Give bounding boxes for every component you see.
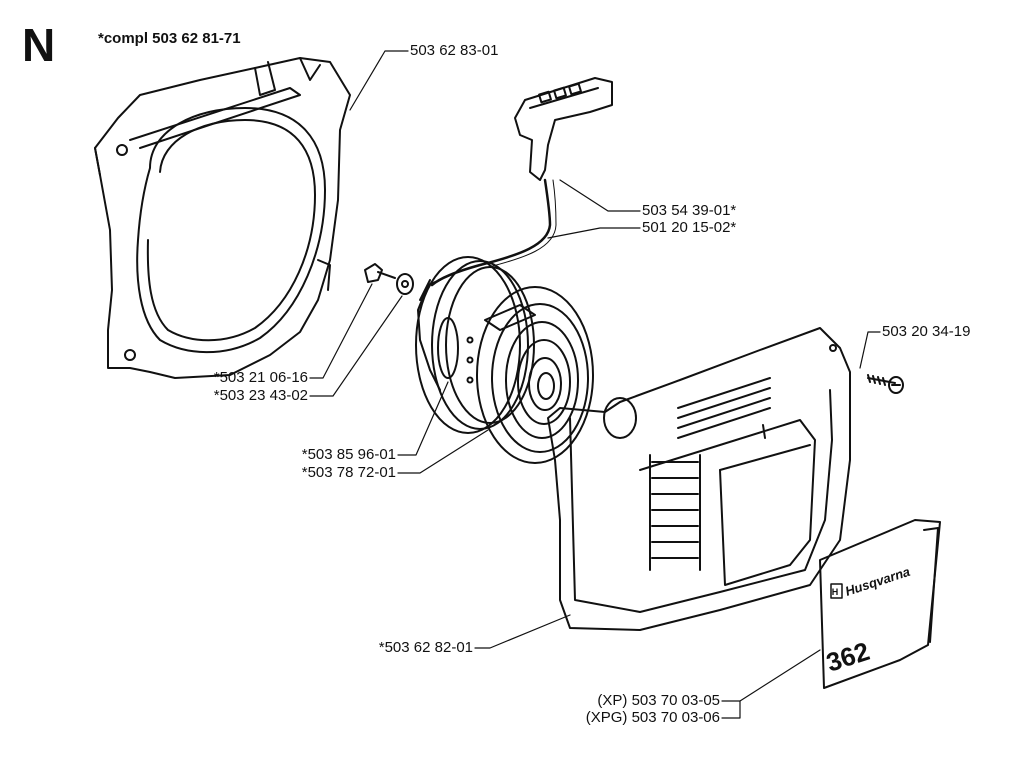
assembly-note: *compl 503 62 81-71: [98, 30, 241, 47]
label-fan-housing: 503 62 83-01: [410, 42, 499, 59]
label-cover-screw: 503 20 34-19: [882, 323, 971, 340]
decal-model: 362: [823, 636, 874, 678]
label-decal-xp: (XP) 503 70 03-05: [597, 692, 720, 709]
starter-cover-drawing: [547, 327, 851, 631]
label-washer: *503 23 43-02: [213, 387, 308, 404]
handle-cord-drawing: [430, 77, 613, 287]
cover-screw-drawing: [867, 374, 904, 394]
pulley-drawing: [415, 256, 535, 434]
leader-lines: [309, 50, 881, 719]
fan-housing-drawing: [94, 57, 351, 379]
section-letter: N: [22, 19, 56, 71]
decal-brand: Husqvarna: [843, 564, 912, 599]
label-pulley: *503 85 96-01: [301, 446, 396, 463]
label-starter-cover: *503 62 82-01: [378, 639, 473, 656]
decal-drawing: [819, 519, 941, 689]
decal-brand-mark: H: [832, 587, 839, 597]
label-screw: *503 21 06-16: [213, 369, 308, 386]
label-recoil-spring: *503 78 72-01: [301, 464, 396, 481]
label-starter-cord: 501 20 15-02*: [642, 219, 737, 236]
screw-washer-drawing: [364, 263, 414, 295]
recoil-spring-drawing: [476, 286, 594, 464]
label-decal-xpg: (XPG) 503 70 03-06: [585, 709, 720, 726]
label-starter-handle: 503 54 39-01*: [642, 202, 737, 219]
